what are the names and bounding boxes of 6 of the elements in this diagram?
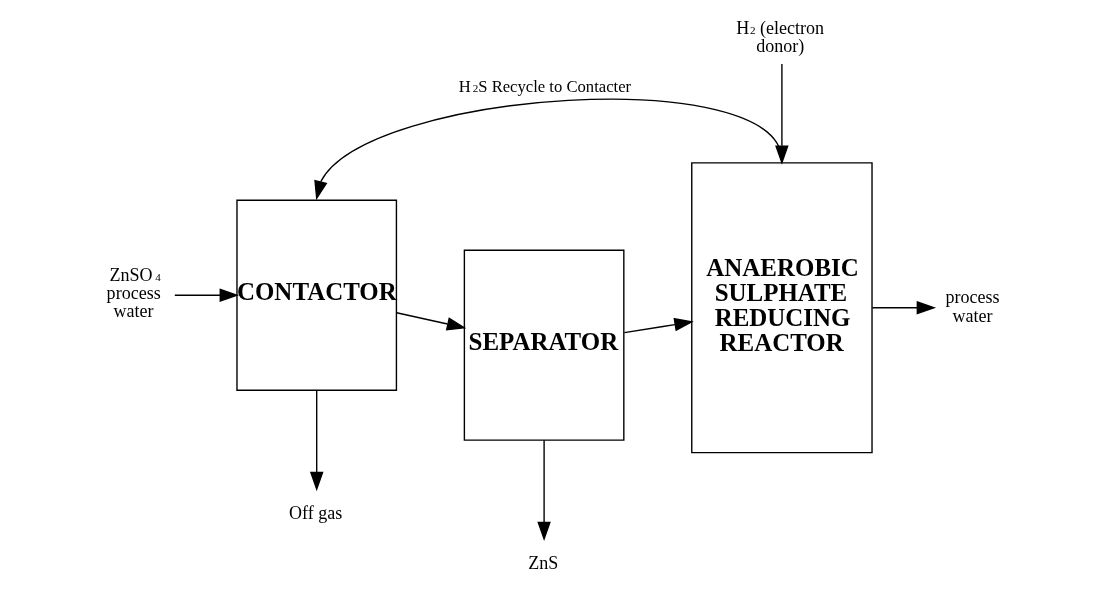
node-text: ZnS: [528, 552, 559, 573]
edge-label: H2S Recycle to Contacter: [458, 77, 632, 97]
node-text: Off gas: [288, 503, 343, 524]
node-text: process water: [945, 286, 1000, 327]
node-text: ZnSO4 process water: [106, 265, 161, 322]
node-text: H2 (electron donor): [736, 17, 825, 56]
